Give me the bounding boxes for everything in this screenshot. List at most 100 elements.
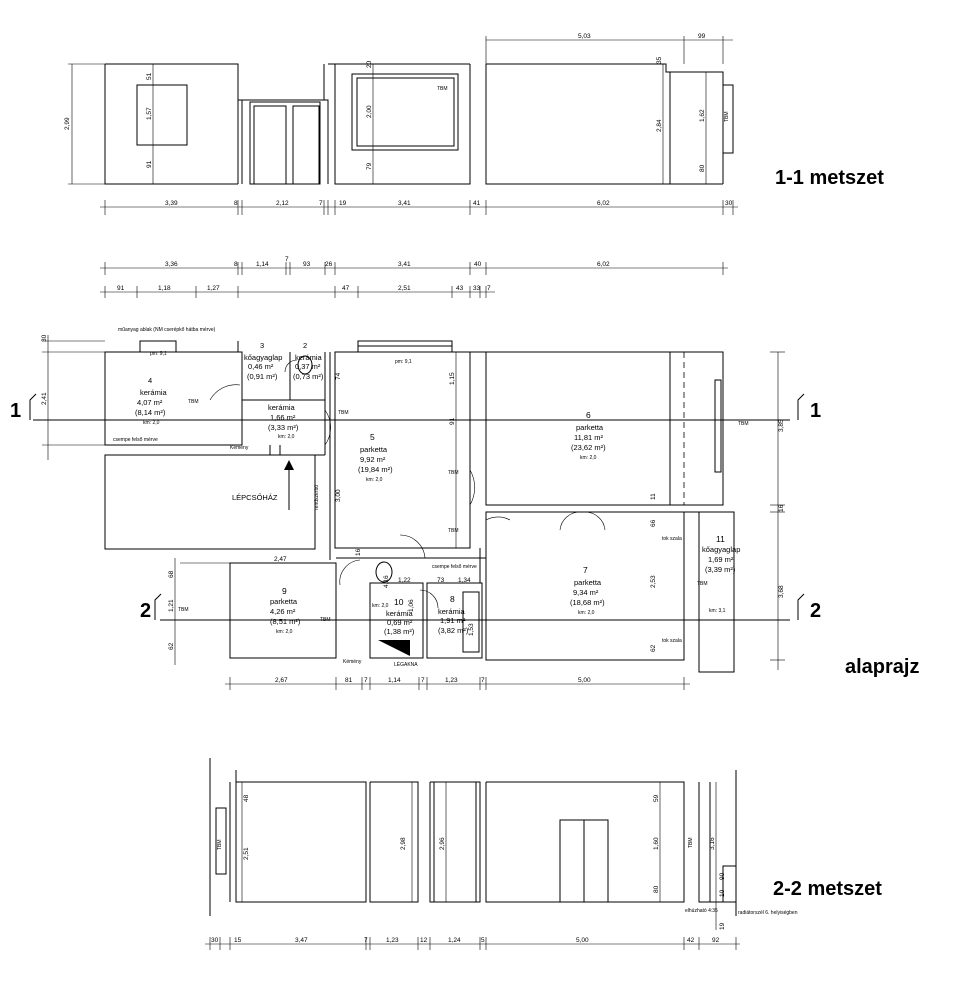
dim-text: 80 [653, 885, 660, 893]
section-marker-2-left: 2 [140, 600, 151, 622]
dim-text: 5,03 [578, 33, 591, 40]
dim-text: 2,84 [656, 119, 663, 132]
ceiling-note-2: csempe felső mérve [432, 564, 477, 570]
dim-text: 81 [345, 677, 353, 684]
dim-text: 1,18 [158, 285, 171, 292]
dim-text: 73 [437, 577, 445, 584]
section-1-1: TBM TBM 5,03 99 2,99 51 1,57 91 20 2,00 … [64, 33, 884, 215]
svg-text:km: 2,0: km: 2,0 [366, 477, 383, 483]
dim-text: 79 [366, 162, 373, 170]
worktop-label: elhúzható 4:35 [685, 908, 718, 914]
svg-text:kerámia: kerámia [295, 353, 323, 362]
dim-text: 2,41 [41, 392, 48, 405]
dim-text: 7 [285, 256, 289, 263]
dim-text: 11 [650, 493, 657, 500]
dim-text: 2,51 [243, 847, 250, 860]
riser-label: LÉGAKNA [394, 661, 418, 668]
dim-text: 40 [474, 261, 482, 268]
dim-text: 62 [650, 644, 657, 652]
dim-text: 30 [211, 937, 219, 944]
room-7: 7 parketta 9,34 m² (18,68 m²) km: 2,0 [570, 565, 605, 616]
tbm-label: TBM [448, 528, 459, 534]
dim-text: 1,15 [449, 372, 456, 385]
ceiling-note-1: csempe felső mérve [113, 437, 158, 443]
room-3: 3 kőagyaglap 0,46 m² (0,91 m²) [244, 341, 282, 381]
dim-text: 1,62 [699, 109, 706, 122]
svg-text:(1,38 m²): (1,38 m²) [384, 627, 415, 636]
radiator-label: radiátorszél 6. helyiségben [738, 910, 798, 916]
svg-text:(19,84 m²): (19,84 m²) [358, 465, 393, 474]
dim-text: 62 [168, 642, 175, 650]
dim-text: 42 [687, 937, 695, 944]
dim-text: 3,47 [295, 937, 308, 944]
dim-text: 68 [168, 570, 175, 578]
dim-text: 80 [699, 164, 706, 172]
svg-text:(0,91 m²): (0,91 m²) [247, 372, 278, 381]
dim-text: 8 [234, 200, 238, 207]
heat-label: rendszerbó [314, 485, 320, 510]
svg-text:km: 2,0: km: 2,0 [276, 629, 293, 635]
dim-text: 1,14 [388, 677, 401, 684]
dim-text: 19 [719, 922, 726, 930]
dim-text: 7 [421, 677, 425, 684]
svg-text:km: 2,0: km: 2,0 [278, 434, 295, 440]
svg-text:6: 6 [586, 410, 591, 420]
room-10: 10 kerámia 0,69 m² (1,38 m²) km: 2,0 [372, 597, 415, 636]
svg-text:1,91 m²: 1,91 m² [440, 616, 466, 625]
tbm-label: TBM [738, 421, 749, 427]
dim-text: 3,16 [709, 837, 716, 850]
svg-text:km: 3,1: km: 3,1 [709, 608, 726, 614]
section-2-2: TBM TBM elhúzható 4:35 radiátorszél 6. h… [205, 758, 882, 950]
dim-text: 1,14 [256, 261, 269, 268]
tbm-label: TBM [688, 837, 694, 848]
dim-text: 74 [335, 372, 342, 380]
dim-text: 2,12 [276, 200, 289, 207]
svg-text:11: 11 [716, 534, 725, 544]
dim-text: 3,85 [778, 419, 785, 432]
dim-text: 1,34 [458, 577, 471, 584]
svg-text:km: 2,0: km: 2,0 [143, 420, 160, 426]
dim-text: 3,68 [778, 585, 785, 598]
dim-text: 5 [481, 937, 485, 944]
dim-text: 2,67 [275, 677, 288, 684]
dim-text: 6,02 [597, 261, 610, 268]
dim-text: 7 [364, 937, 368, 944]
svg-text:(23,62 m²): (23,62 m²) [571, 443, 606, 452]
svg-text:TBM: TBM [724, 111, 730, 122]
svg-text:5: 5 [370, 432, 375, 442]
dim-text: 2,99 [64, 117, 71, 130]
dim-text: 99 [698, 33, 706, 40]
dim-text: 3,36 [165, 261, 178, 268]
svg-text:(3,39 m²): (3,39 m²) [705, 565, 736, 574]
dim-text: 91 [146, 160, 153, 168]
dim-text: 7 [319, 200, 323, 207]
dim-text: 30 [725, 200, 733, 207]
svg-text:parketta: parketta [360, 445, 388, 454]
dim-text: 3,41 [398, 261, 411, 268]
chimney-label-2: Kémény [343, 659, 362, 665]
dim-text: 2,47 [274, 556, 287, 563]
dim-text: 1,06 [408, 599, 415, 612]
dim-text: 6,02 [597, 200, 610, 207]
svg-text:4: 4 [148, 376, 152, 385]
svg-text:7: 7 [583, 565, 588, 575]
dim-text: 5,00 [576, 937, 589, 944]
dim-text: 66 [650, 519, 657, 527]
pm-label: pm: 9,1 [150, 351, 167, 357]
svg-text:4,26 m²: 4,26 m² [270, 607, 296, 616]
svg-text:(18,68 m²): (18,68 m²) [570, 598, 605, 607]
dim-text: 59 [653, 794, 660, 802]
dim-text: 26 [325, 261, 333, 268]
svg-text:(8,51 m²): (8,51 m²) [270, 617, 301, 626]
svg-text:km: 2,0: km: 2,0 [578, 610, 595, 616]
svg-text:9,92 m²: 9,92 m² [360, 455, 386, 464]
svg-text:1,69 m²: 1,69 m² [708, 555, 734, 564]
dim-text: 1,23 [445, 677, 458, 684]
tbm-label: TBM [188, 399, 199, 405]
svg-text:(3,82 m²): (3,82 m²) [438, 626, 469, 635]
dim-text: 48 [243, 794, 250, 802]
section-marker-1-right: 1 [810, 400, 821, 422]
svg-text:km: 2,0: km: 2,0 [372, 603, 389, 609]
tbm-label: TBM [217, 839, 223, 850]
svg-text:kerámia: kerámia [386, 609, 414, 618]
